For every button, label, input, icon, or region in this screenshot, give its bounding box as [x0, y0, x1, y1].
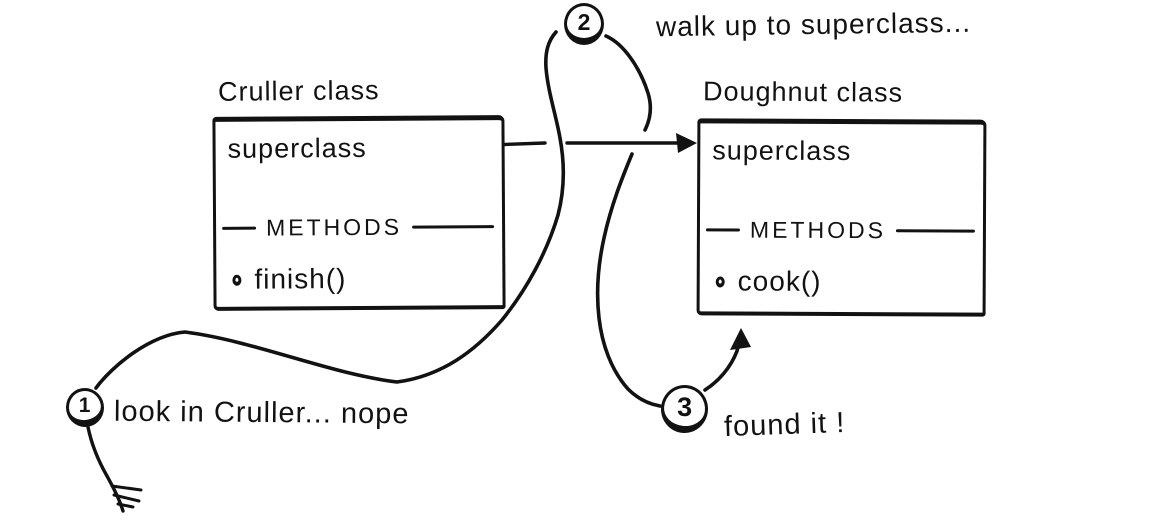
lookup-curve-step2-to-step3 [604, 34, 653, 132]
divider-line [705, 227, 740, 232]
cruller-class-title: Cruller class [217, 75, 380, 107]
doughnut-method-name: cook() [737, 265, 822, 297]
method-bullet-icon [715, 275, 725, 287]
divider-line [222, 226, 257, 230]
step-3-annotation: found it ! [723, 406, 846, 444]
step-1-annotation: look in Cruller... nope [113, 395, 410, 431]
doughnut-class-box: superclass METHODS cook() [696, 118, 987, 317]
doughnut-class-title: Doughnut class [702, 76, 904, 108]
divider-line [895, 228, 975, 233]
step-3-number: 3 [677, 391, 693, 422]
cruller-method-name: finish() [254, 263, 347, 295]
step-2-number: 2 [577, 8, 591, 35]
cruller-class-box: superclass METHODS finish() [212, 115, 506, 311]
cruller-methods-divider: METHODS [222, 213, 495, 241]
found-it-arrowhead [730, 328, 751, 350]
doughnut-methods-divider: METHODS [705, 216, 975, 243]
hatch-mark [110, 484, 143, 509]
doughnut-methods-header: METHODS [749, 216, 887, 243]
step-1-number: 1 [78, 393, 91, 417]
doughnut-method-row: cook() [715, 265, 822, 297]
cruller-superclass-field: superclass [227, 132, 367, 164]
cruller-method-row: finish() [232, 263, 347, 296]
lookup-curve-step1-to-step2 [94, 30, 565, 390]
lookup-curve-step2-to-step3-lower [595, 152, 662, 408]
step1-tail-curve [86, 425, 125, 513]
doughnut-superclass-field: superclass [712, 135, 852, 167]
superclass-arrowhead [676, 133, 697, 153]
method-bullet-icon [232, 274, 242, 286]
cruller-methods-header: METHODS [266, 213, 403, 241]
step-2-badge: 2 [564, 3, 604, 45]
step-2-annotation: walk up to superclass... [655, 6, 972, 43]
divider-line [412, 224, 495, 229]
